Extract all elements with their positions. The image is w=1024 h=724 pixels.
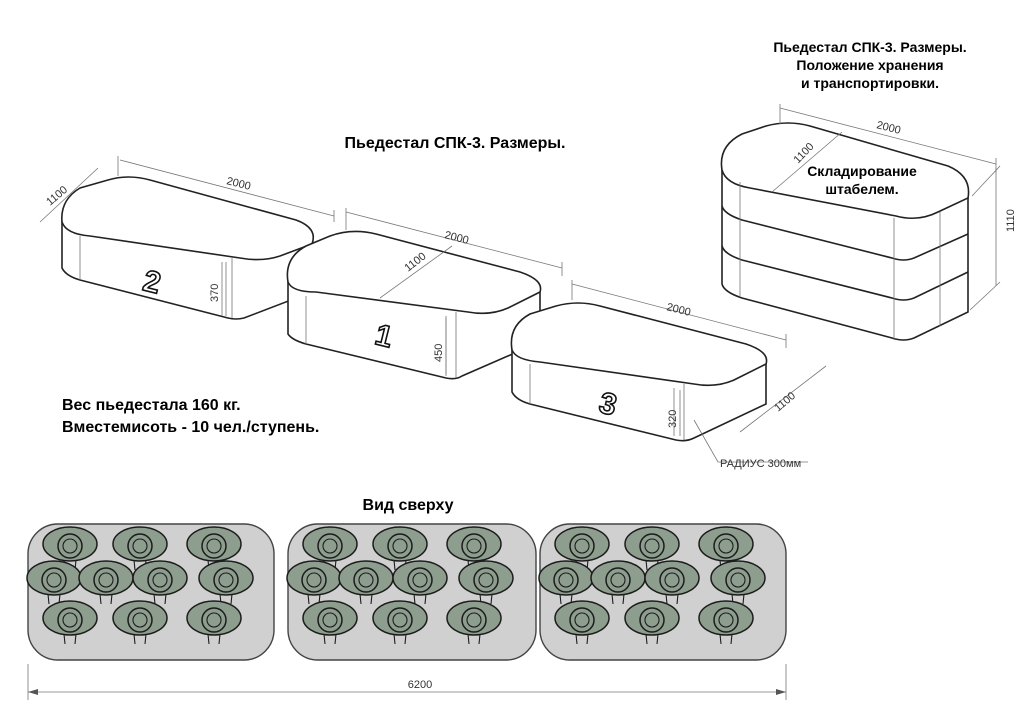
person-figure xyxy=(698,526,754,571)
person-figure xyxy=(112,600,168,645)
person-figure xyxy=(186,526,242,571)
storage-title-line3: и транспортировки. xyxy=(801,75,939,91)
person-figure xyxy=(42,600,98,645)
stacking-line2: штабелем. xyxy=(825,181,898,197)
capacity-text: Вместемисоть - 10 чел./ступень. xyxy=(62,419,319,436)
people-layer xyxy=(26,526,766,645)
pedestal-3-height: 320 xyxy=(667,410,679,428)
person-figure xyxy=(554,600,610,645)
person-figure xyxy=(186,600,242,645)
person-figure xyxy=(42,526,98,571)
total-dimension: 6200 xyxy=(27,664,787,700)
person-figure xyxy=(392,560,448,605)
pedestal-1: 1 2000 1100 450 xyxy=(286,208,563,380)
storage-title-line2: Положение хранения xyxy=(796,57,943,73)
pedestal-3-width: 1100 xyxy=(772,390,798,414)
person-figure xyxy=(710,560,766,605)
person-figure xyxy=(372,600,428,645)
person-figure xyxy=(302,600,358,645)
person-figure xyxy=(198,560,254,605)
main-title: Пьедестал СПК-3. Размеры. xyxy=(345,135,566,152)
pedestal-2-length: 2000 xyxy=(225,175,252,193)
person-figure xyxy=(286,560,342,605)
person-figure xyxy=(624,600,680,645)
person-figure xyxy=(644,560,700,605)
person-figure xyxy=(372,526,428,571)
person-figure xyxy=(538,560,594,605)
person-figure xyxy=(302,526,358,571)
top-view-title: Вид сверху xyxy=(363,497,454,514)
person-figure xyxy=(698,600,754,645)
pedestal-3: 3 2000 1100 320 РАДИУС 300мм xyxy=(510,280,827,470)
person-figure xyxy=(338,560,394,605)
person-figure xyxy=(446,526,502,571)
pedestal-2-height: 370 xyxy=(209,284,221,302)
top-view xyxy=(26,523,787,661)
pedestal-3-length: 2000 xyxy=(665,301,692,319)
stack-length: 2000 xyxy=(875,119,902,137)
pedestal-2: 2 2000 1100 370 xyxy=(39,156,335,320)
person-figure xyxy=(132,560,188,605)
person-figure xyxy=(590,560,646,605)
pedestal-1-height: 450 xyxy=(433,344,445,362)
total-length: 6200 xyxy=(408,679,432,691)
person-figure xyxy=(554,526,610,571)
stacking-line1: Складирование xyxy=(807,163,917,179)
person-figure xyxy=(446,600,502,645)
pedestal-1-length: 2000 xyxy=(443,229,470,247)
person-figure xyxy=(458,560,514,605)
person-figure xyxy=(624,526,680,571)
storage-title-line1: Пьедестал СПК-3. Размеры. xyxy=(773,39,966,55)
weight-text: Вес пьедестала 160 кг. xyxy=(62,397,241,414)
person-figure xyxy=(112,526,168,571)
stack-height: 1110 xyxy=(1005,209,1017,232)
radius-note: РАДИУС 300мм xyxy=(720,458,801,470)
pedestal-stack: Складирование штабелем. 2000 1100 1110 xyxy=(720,104,1017,341)
